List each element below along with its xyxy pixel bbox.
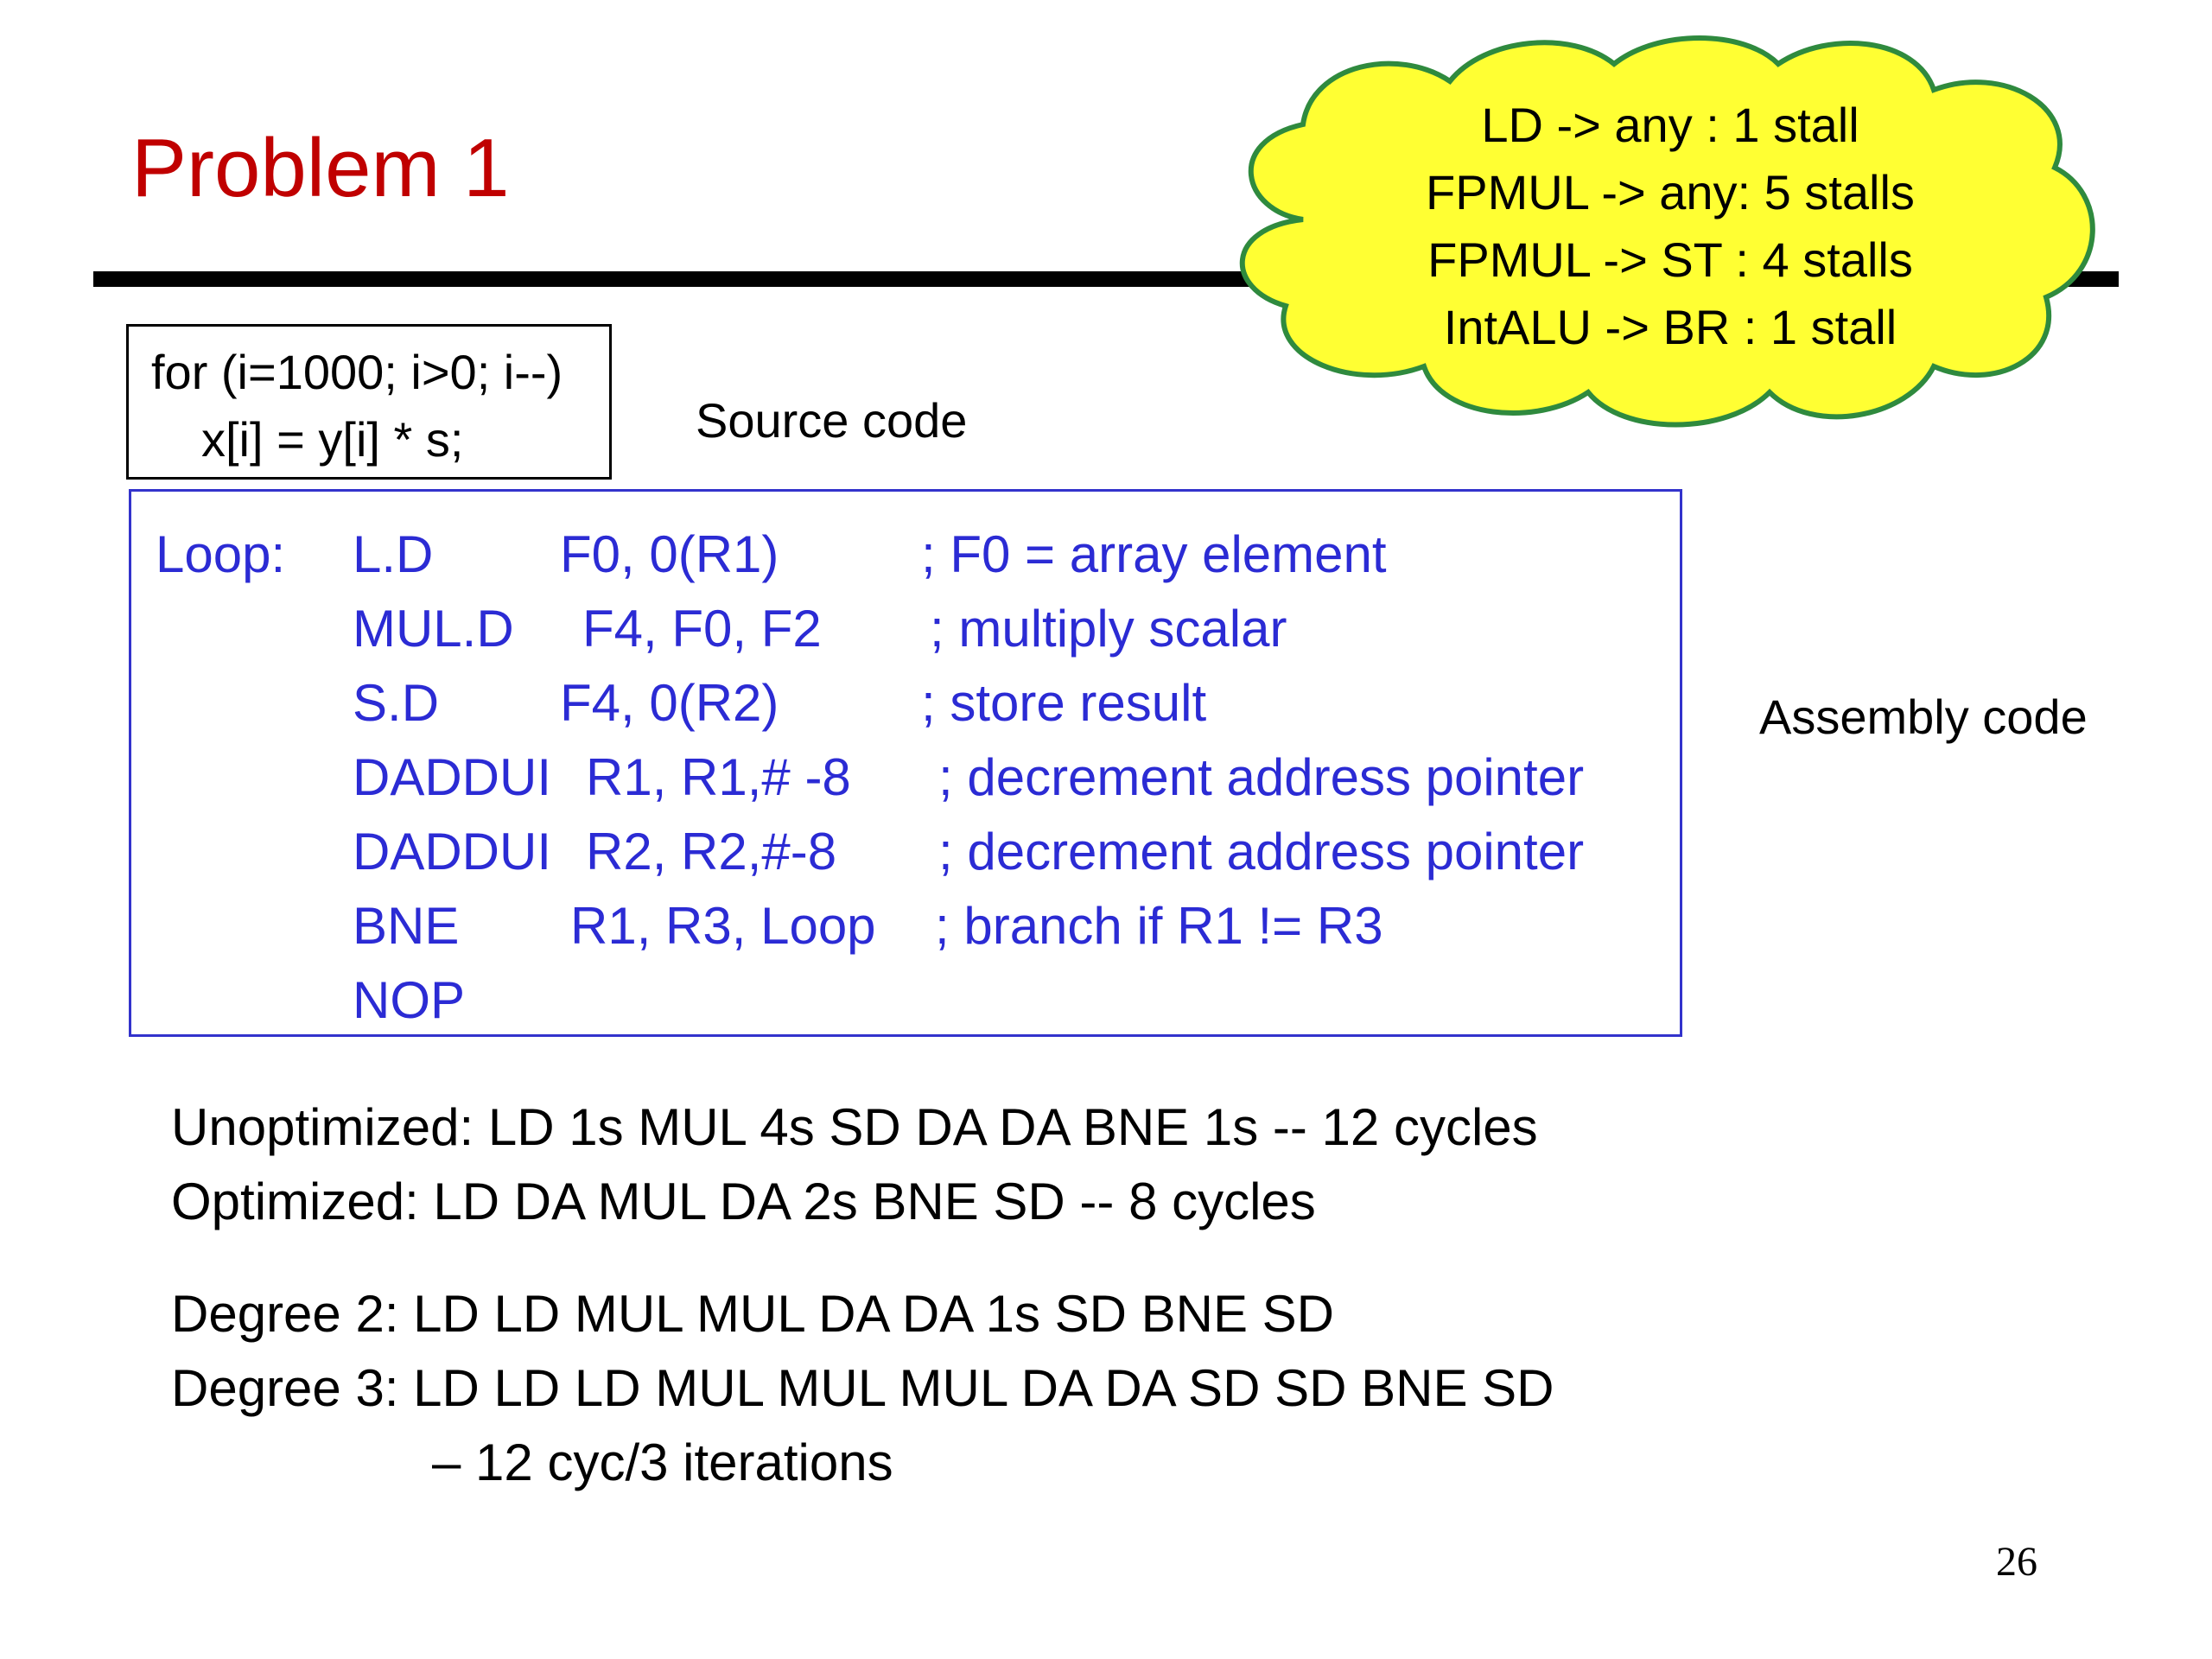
degree-2-schedule: Degree 2: LD LD MUL MUL DA DA 1s SD BNE … — [171, 1285, 1335, 1343]
asm-comment: ; multiply scalar — [930, 600, 1287, 658]
asm-op: MUL.D — [353, 600, 514, 658]
asm-args: R1, R3, Loop — [570, 897, 876, 955]
source-code-label: Source code — [696, 393, 968, 448]
page-number: 26 — [1996, 1539, 2037, 1585]
stall-rule-ld: LD -> any : 1 stall — [1481, 98, 1859, 152]
asm-op: BNE — [353, 897, 460, 955]
stall-rules-callout: LD -> any : 1 stall FPMUL -> any: 5 stal… — [1191, 29, 2110, 437]
assembly-code-label: Assembly code — [1759, 690, 2088, 744]
slide-title: Problem 1 — [131, 122, 510, 214]
source-code-box: for (i=1000; i>0; i--) x[i] = y[i] * s; — [126, 324, 612, 480]
stall-rule-fpmul-st: FPMUL -> ST : 4 stalls — [1427, 232, 1913, 287]
asm-args: F4, F0, F2 — [582, 600, 822, 658]
assembly-code-box: Loop: L.D F0, 0(R1) ; F0 = array element… — [129, 489, 1682, 1037]
degree-3-note: – 12 cyc/3 iterations — [432, 1433, 893, 1491]
asm-args: R2, R2,#-8 — [586, 823, 837, 880]
asm-op: S.D — [353, 674, 440, 732]
asm-row: DADDUI R1, R1,# -8 ; decrement address p… — [131, 741, 1680, 815]
unoptimized-schedule: Unoptimized: LD 1s MUL 4s SD DA DA BNE 1… — [171, 1098, 1538, 1156]
asm-comment: ; store result — [921, 674, 1207, 732]
stall-rule-fpmul-any: FPMUL -> any: 5 stalls — [1426, 165, 1915, 219]
asm-row: NOP — [131, 963, 1680, 1038]
asm-op: L.D — [353, 525, 434, 583]
asm-label: Loop: — [156, 525, 286, 583]
asm-row: Loop: L.D F0, 0(R1) ; F0 = array element — [131, 518, 1680, 592]
asm-row: BNE R1, R3, Loop ; branch if R1 != R3 — [131, 889, 1680, 963]
asm-args: F4, 0(R2) — [560, 674, 779, 732]
asm-comment: ; branch if R1 != R3 — [935, 897, 1383, 955]
stall-rule-intalu-br: IntALU -> BR : 1 stall — [1443, 300, 1897, 354]
optimized-schedule: Optimized: LD DA MUL DA 2s BNE SD -- 8 c… — [171, 1173, 1316, 1230]
cloud-text: LD -> any : 1 stall FPMUL -> any: 5 stal… — [1191, 92, 2150, 361]
asm-comment: ; F0 = array element — [921, 525, 1387, 583]
degree-3-schedule: Degree 3: LD LD LD MUL MUL MUL DA DA SD … — [171, 1359, 1554, 1417]
asm-comment: ; decrement address pointer — [938, 748, 1585, 806]
asm-args: R1, R1,# -8 — [586, 748, 851, 806]
asm-comment: ; decrement address pointer — [938, 823, 1585, 880]
asm-args: F0, 0(R1) — [560, 525, 779, 583]
source-line-1: for (i=1000; i>0; i--) — [151, 345, 563, 399]
cloud-shape — [1239, 35, 2095, 428]
asm-op: DADDUI — [353, 823, 552, 880]
source-line-2: x[i] = y[i] * s; — [201, 412, 464, 467]
asm-op: NOP — [353, 971, 466, 1029]
asm-row: S.D F4, 0(R2) ; store result — [131, 666, 1680, 741]
asm-row: DADDUI R2, R2,#-8 ; decrement address po… — [131, 815, 1680, 889]
asm-row: MUL.D F4, F0, F2 ; multiply scalar — [131, 592, 1680, 666]
asm-op: DADDUI — [353, 748, 552, 806]
